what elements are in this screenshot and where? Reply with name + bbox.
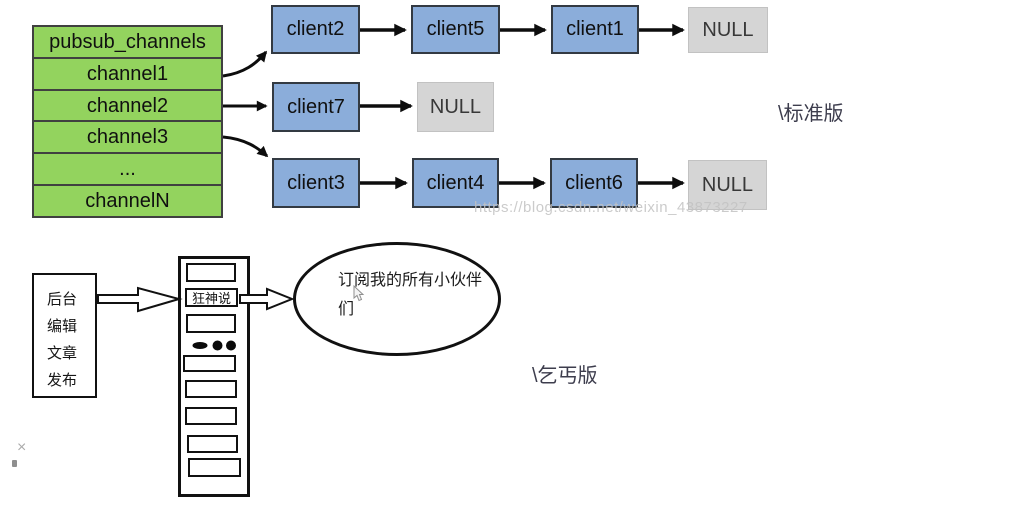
client-node: client1	[551, 5, 639, 54]
subscribers-text: 订阅我的所有小伙伴 们	[338, 266, 498, 324]
queue-slot	[187, 435, 238, 453]
pubsub-table-header: pubsub_channels	[49, 30, 206, 53]
client-node: client6	[550, 158, 638, 208]
beggar-version-label: \乞丐版	[532, 365, 598, 387]
pubsub-channels-table: pubsub_channels channel1 channel2 channe…	[32, 25, 223, 218]
client-node: client4	[412, 158, 499, 208]
arrow-channel1-to-client2	[222, 50, 268, 78]
client-node: client2	[271, 5, 360, 54]
queue-slot	[185, 407, 237, 425]
publisher-line: 后台	[47, 291, 78, 308]
client-node: client3	[272, 158, 360, 208]
client-node: client5	[411, 5, 500, 54]
hollow-arrow-publisher-to-queue	[97, 286, 183, 313]
queue-slot	[185, 380, 237, 398]
channel-row-2: channel2	[34, 88, 221, 121]
arrow-channel3-to-client3	[222, 135, 269, 158]
client-node: client7	[272, 82, 360, 132]
queue-slot	[188, 458, 241, 477]
null-terminator: NULL	[417, 82, 494, 132]
channel-row-ellipsis: ...	[34, 152, 221, 184]
channel-row-3: channel3	[34, 120, 221, 152]
publisher-line: 编辑	[47, 318, 78, 335]
queue-slot-kuangshen: 狂神说	[185, 288, 238, 307]
channel-row-1: channel1	[34, 56, 221, 89]
null-terminator: NULL	[688, 7, 768, 53]
queue-slot	[183, 355, 236, 372]
publisher-box: 后台 编辑 文章 发布	[32, 273, 97, 398]
channel-row-n: channelN	[34, 184, 221, 216]
subscribers-text-line1: 订阅我的所有小伙伴	[338, 272, 483, 289]
close-icon[interactable]: ×	[17, 439, 27, 456]
artifact-icon	[12, 460, 17, 467]
queue-slot	[186, 263, 236, 282]
watermark-text: https://blog.csdn.net/weixin_43873227	[474, 199, 748, 216]
standard-version-label: \标准版	[778, 103, 844, 125]
null-terminator: NULL	[688, 160, 767, 210]
queue-slot	[186, 314, 236, 333]
publisher-line: 文章	[47, 345, 78, 362]
publisher-line: 发布	[47, 372, 78, 389]
subscribers-text-line2: 们	[338, 301, 355, 318]
